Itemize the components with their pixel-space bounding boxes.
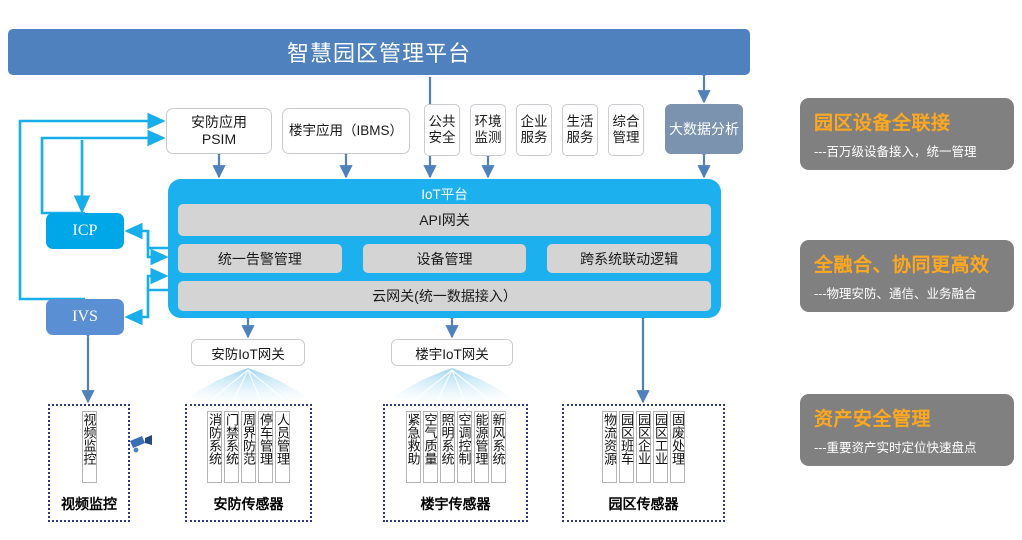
feature-card-subtitle: ---重要资产实时定位快速盘点 (814, 441, 977, 455)
feature-card-subtitle: ---物理安防、通信、业务融合 (814, 287, 977, 301)
iot-platform-title: IoT平台 (421, 187, 468, 202)
chip-emergency-rescue: 紧急救助 (405, 411, 421, 483)
group-security-sensors: 消防系统 门禁系统 周界防范 停车管理 人员管理 安防传感器 (185, 404, 312, 522)
chip-personnel-management: 人员管理 (275, 411, 290, 483)
feature-card-subtitle: ---百万级设备接入，统一管理 (814, 145, 977, 159)
icp-box[interactable]: ICP (46, 213, 124, 249)
chip-park-shuttle: 园区班车 (619, 411, 634, 483)
chip-fire-system: 消防系统 (207, 411, 222, 483)
unified-alarm-management[interactable]: 统一告警管理 (178, 244, 342, 273)
chip-energy-management: 能源管理 (473, 411, 489, 483)
building-iot-gateway[interactable]: 楼宇IoT网关 (391, 339, 513, 366)
group-title: 园区传感器 (608, 496, 679, 512)
chip-video-surveillance: 视频监控 (81, 411, 97, 483)
feature-card-title: 资产安全管理 (814, 409, 932, 430)
chip-park-enterprise: 园区企业 (636, 411, 651, 483)
group-title: 楼宇传感器 (420, 496, 491, 512)
signal-fan-security (184, 368, 312, 405)
cloud-gateway-slab[interactable]: 云网关(统一数据接入） (178, 281, 711, 311)
app-environment-monitor[interactable]: 环境监测 (470, 104, 506, 156)
signal-fan-building (388, 368, 516, 405)
chip-list: 视频监控 (81, 406, 152, 483)
feature-card-title: 全融合、协同更高效 (814, 255, 990, 276)
chip-hvac-control: 空调控制 (456, 411, 472, 483)
chip-parking-management: 停车管理 (258, 411, 273, 483)
feature-card-title: 园区设备全联接 (814, 113, 951, 134)
group-title: 安防传感器 (213, 496, 284, 512)
device-management[interactable]: 设备管理 (362, 244, 527, 273)
chip-park-industry: 园区工业 (653, 411, 668, 483)
feature-card-full-convergence: 全融合、协同更高效 ---物理安防、通信、业务融合 (800, 240, 1014, 312)
chip-list: 物流资源 园区班车 园区企业 园区工业 固废处理 (602, 406, 685, 483)
chip-list: 消防系统 门禁系统 周界防范 停车管理 人员管理 (207, 406, 290, 483)
chip-air-quality: 空气质量 (422, 411, 438, 483)
chip-access-control: 门禁系统 (224, 411, 239, 483)
chip-logistics-resources: 物流资源 (602, 411, 617, 483)
chip-list: 紧急救助 空气质量 照明系统 空调控制 能源管理 新风系统 (405, 406, 506, 483)
group-title: 视频监控 (61, 496, 117, 512)
group-building-sensors: 紧急救助 空气质量 照明系统 空调控制 能源管理 新风系统 楼宇传感器 (383, 404, 528, 522)
app-integrated-management[interactable]: 综合管理 (608, 104, 644, 156)
iot-middle-row: 统一告警管理 设备管理 跨系统联动逻辑 (178, 244, 712, 273)
cross-system-linkage-logic[interactable]: 跨系统联动逻辑 (547, 244, 712, 273)
ivs-box[interactable]: IVS (46, 299, 124, 335)
app-enterprise-service[interactable]: 企业服务 (516, 104, 552, 156)
app-ibms[interactable]: 楼宇应用（IBMS） (282, 108, 410, 154)
security-iot-gateway[interactable]: 安防IoT网关 (191, 339, 305, 366)
feature-card-asset-security: 资产安全管理 ---重要资产实时定位快速盘点 (800, 394, 1014, 466)
page-title: 智慧园区管理平台 (8, 29, 750, 75)
app-public-security[interactable]: 公共安全 (424, 104, 460, 156)
app-life-service[interactable]: 生活服务 (562, 104, 598, 156)
chip-lighting-system: 照明系统 (439, 411, 455, 483)
api-gateway-slab[interactable]: API网关 (178, 204, 711, 236)
camera-icon (129, 435, 152, 453)
chip-solid-waste-treatment: 固废处理 (670, 411, 685, 483)
feature-card-full-device-connection: 园区设备全联接 ---百万级设备接入，统一管理 (800, 98, 1014, 170)
bigdata-analysis-box[interactable]: 大数据分析 (665, 104, 743, 154)
chip-perimeter-defense: 周界防范 (241, 411, 256, 483)
iot-platform-panel: IoT平台 API网关 统一告警管理 设备管理 跨系统联动逻辑 云网关(统一数据… (168, 179, 721, 318)
chip-fresh-air-system: 新风系统 (490, 411, 506, 483)
group-video-surveillance: 视频监控 视频监控 (48, 404, 152, 522)
group-park-sensors: 物流资源 园区班车 园区企业 园区工业 固废处理 园区传感器 (562, 404, 725, 522)
